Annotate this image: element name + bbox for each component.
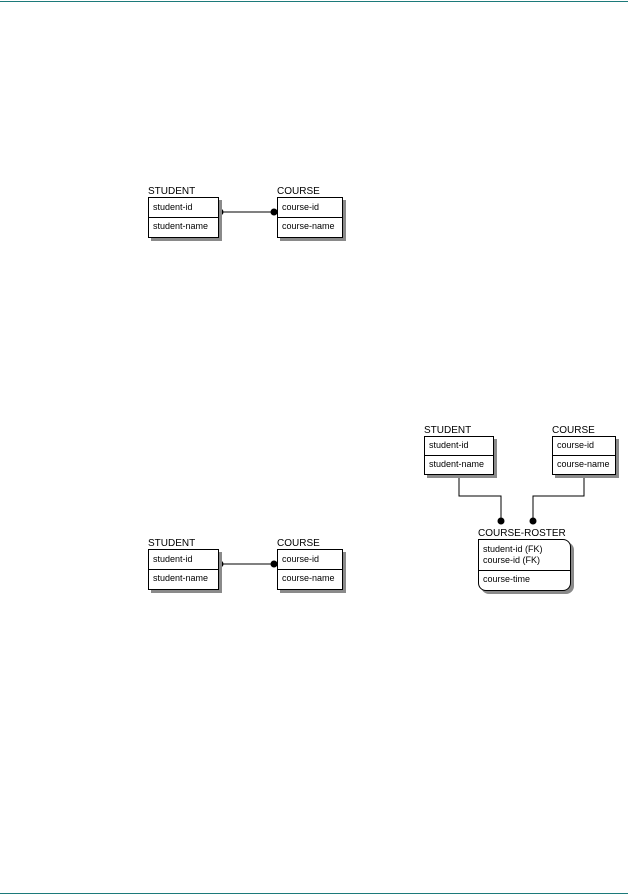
entity-box: course-id course-name [277,197,343,238]
entity-key: course-id (FK) [483,555,541,565]
rel-line-d3-course [532,474,585,520]
entity-name: STUDENT [424,425,472,436]
relationship-d2 [216,560,278,568]
entity-key: student-id [429,440,469,450]
relationship-d1 [216,208,278,216]
entity-key: student-id [153,202,193,212]
entity-key: course-id [557,440,595,450]
entity-attribute: course-name [557,459,610,469]
entity-attribute: course-time [483,574,531,584]
entity-box: course-id course-name [552,436,616,475]
entity-box: course-id course-name [277,549,343,590]
rel-dot-d1-right [270,208,278,216]
entity-box: student-id student-name [424,436,494,475]
entity-name: COURSE [277,186,320,197]
entity-key: student-id [153,554,193,564]
key-separator [278,217,342,218]
entity-box: student-id student-name [148,549,219,590]
entity-name: STUDENT [148,538,196,549]
entity-attribute: student-name [429,459,485,469]
key-separator [149,217,218,218]
entity-attribute: student-name [153,221,209,231]
entity-attribute: student-name [153,573,209,583]
entity-name: COURSE-ROSTER [478,528,566,539]
relationship-d3-course [529,474,585,525]
entity-box: student-id (FK) course-id (FK) course-ti… [478,539,571,591]
bottom-rule [0,893,628,894]
entity-attribute: course-name [282,573,335,583]
relationship-d3-student [458,474,505,525]
entity-key: course-id [282,554,320,564]
entity-attribute: course-name [282,221,335,231]
entity-key: student-id (FK) [483,544,543,554]
rel-dot-d3-course [529,517,537,525]
entity-name: COURSE [552,425,595,436]
rel-line-d3-student [458,474,502,520]
rel-dot-d3-student [497,517,505,525]
entity-name: COURSE [277,538,320,549]
key-separator [479,570,570,571]
top-rule [0,1,628,2]
key-separator [278,569,342,570]
entity-box: student-id student-name [148,197,219,238]
key-separator [553,455,615,456]
entity-key: course-id [282,202,320,212]
key-separator [425,455,493,456]
key-separator [149,569,218,570]
rel-dot-d2-right [270,560,278,568]
entity-name: STUDENT [148,186,196,197]
